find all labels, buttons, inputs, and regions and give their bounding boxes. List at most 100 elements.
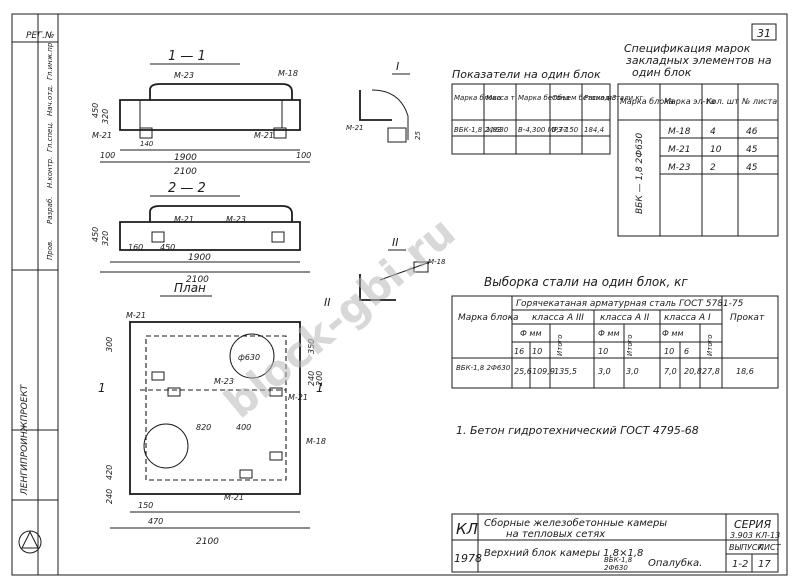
side-stamp-role: Пров. xyxy=(46,240,54,260)
s2-dim-450b: 450 xyxy=(91,227,100,242)
node-2-detail: II М-18 xyxy=(359,236,446,301)
steel-value: 7,0 xyxy=(664,367,677,376)
spec-block-mark: ВБК — 1,8 2Ф630 xyxy=(635,132,645,214)
s2-dim-2100: 2100 xyxy=(186,275,209,285)
plan-cut1-right: 1 xyxy=(316,381,324,395)
s1-dim-140: 140 xyxy=(140,140,154,148)
indicators-header: Объем бетона м3 xyxy=(552,94,616,102)
side-stamp-role: Гл.инж.пр. xyxy=(46,40,54,80)
side-stamp-role: Гл.спец. xyxy=(46,122,54,152)
steel-class-a1: класса А I xyxy=(664,313,711,323)
plan-m21a: М-21 xyxy=(126,311,146,320)
side-stamp-role: Разраб. xyxy=(46,196,54,224)
tb-mark-top: ВБК-1,8 xyxy=(604,556,633,564)
steel-value: 25,6 xyxy=(514,367,532,376)
node1-title: I xyxy=(396,60,399,73)
plan-dim-240b: 240 xyxy=(307,371,316,386)
plan-m23: М-23 xyxy=(214,377,234,386)
node1-m21: М-21 xyxy=(346,124,363,132)
s1-dim-450: 450 xyxy=(91,103,100,118)
spec-cell: 45 xyxy=(746,163,758,173)
plan-title: План xyxy=(174,281,206,295)
spec-title-1: Спецификация марок xyxy=(624,42,751,55)
s1-dim-100a: 100 xyxy=(100,151,115,160)
tb-year: 1978 xyxy=(454,552,482,565)
steel-value: 3,0 xyxy=(598,367,611,376)
s2-dim-1900: 1900 xyxy=(188,253,211,263)
tb-series-value: 3.903 КЛ-13 xyxy=(730,531,780,540)
indicators-cell: ВБК-1,8 2Ф630 xyxy=(454,126,509,134)
node-1-detail: I М-21 25 xyxy=(346,60,422,143)
s1-dim-320: 320 xyxy=(101,109,110,124)
plan-m21c: М-21 xyxy=(224,493,244,502)
s2-m23: М-23 xyxy=(226,215,246,224)
spec-title-2: закладных элементов на xyxy=(626,54,772,67)
indicators-header: Марка бетона xyxy=(518,94,569,102)
tb-issue-value: 1-2 xyxy=(732,559,748,570)
plan-dim-420: 420 xyxy=(105,465,114,480)
steel-itogo-a1: Итого xyxy=(706,334,714,356)
s2-m21: М-21 xyxy=(174,215,194,224)
plan-opening-top xyxy=(229,333,275,379)
watermark: block-gbi.ru xyxy=(215,207,465,428)
spec-cell: М-21 xyxy=(668,145,690,155)
steel-value: 18,6 xyxy=(736,367,754,376)
embedded-spec-table: Спецификация марок закладных элементов н… xyxy=(617,42,779,237)
concrete-note: 1. Бетон гидротехнический ГОСТ 4795-68 xyxy=(456,424,699,437)
indicators-cell: 1,93 xyxy=(486,126,502,134)
steel-class-a2: класса А II xyxy=(600,313,650,323)
tb-list-label: ЛИСТ xyxy=(757,543,782,552)
tb-kl: КЛ xyxy=(456,520,478,538)
steel-row-mark: ВБК-1,8 2Ф630 xyxy=(456,364,511,372)
spec-cell: 45 xyxy=(746,145,758,155)
steel-phi-a3: Ф мм xyxy=(520,329,542,338)
steel-group-header: Горячекатаная арматурная сталь ГОСТ 5781… xyxy=(516,299,744,309)
plan-m18: М-18 xyxy=(306,437,326,446)
spec-cell: М-23 xyxy=(668,163,691,173)
section1-title: 1 — 1 xyxy=(168,49,206,64)
s1-m18: М-18 xyxy=(278,69,298,78)
s1-m21b: М-21 xyxy=(254,131,274,140)
steel-selection-table: Выборка стали на один блок, кг Горячекат… xyxy=(451,275,779,389)
spec-cell: 46 xyxy=(746,127,758,137)
s2-dim-320: 320 xyxy=(101,231,110,246)
steel-class-a3: класса А III xyxy=(532,313,584,323)
steel-value: 109,9 xyxy=(532,367,555,376)
section-1-1: 1 — 1 1900 2100 100 100 450 320 М-23 М-1… xyxy=(91,49,311,177)
indicators-cell: В-4,300 МРЗ-150 xyxy=(518,126,579,134)
node1-dim-25: 25 xyxy=(414,131,422,140)
plan-dim-2100: 2100 xyxy=(196,537,219,547)
sheet-number: 31 xyxy=(757,27,771,40)
org-logo-mark-icon xyxy=(21,530,39,549)
spec-header: Марка блока xyxy=(620,97,674,106)
node2-title: II xyxy=(392,236,399,249)
side-stamp-role: Н.контр. xyxy=(46,157,54,188)
plan-dim-150: 150 xyxy=(138,501,153,510)
tb-title-line1: Сборные железобетонные камеры xyxy=(484,517,667,529)
plan-opening-bottom xyxy=(143,423,189,469)
plan-dim-300: 300 xyxy=(105,337,114,352)
indicators-header: Расход стали кг xyxy=(584,94,644,102)
plan-dim-350: 350 xyxy=(307,339,316,354)
plan-dim-400: 400 xyxy=(236,423,251,432)
title-block: КЛ 1978 Сборные железобетонные камеры на… xyxy=(451,513,782,573)
node2-m18: М-18 xyxy=(428,258,446,266)
spec-cell: 10 xyxy=(710,145,722,155)
steel-itogo-a3: Итого xyxy=(556,334,564,356)
plan-dim-630: ф630 xyxy=(238,353,260,362)
s1-m23: М-23 xyxy=(174,71,194,80)
spec-header: № листа xyxy=(741,97,777,106)
spec-header: Марка эл-та xyxy=(664,97,715,106)
steel-diameter: 10 xyxy=(664,347,674,356)
steel-phi-a2: Ф мм xyxy=(598,329,620,338)
plan-view: План 2100 470 150 820 400 ф630 М-23 М-21… xyxy=(98,281,331,547)
s1-dim-1900: 1900 xyxy=(174,153,197,163)
indicators-header: Масса т xyxy=(486,94,516,102)
sheet-number-box xyxy=(751,23,777,41)
steel-value: 135,5 xyxy=(554,367,577,376)
steel-itogo-a2: Итого xyxy=(626,334,634,356)
steel-phi-a1: Ф мм xyxy=(662,329,684,338)
steel-value: 20,8 xyxy=(684,367,702,376)
s1-dim-2100: 2100 xyxy=(174,167,197,177)
